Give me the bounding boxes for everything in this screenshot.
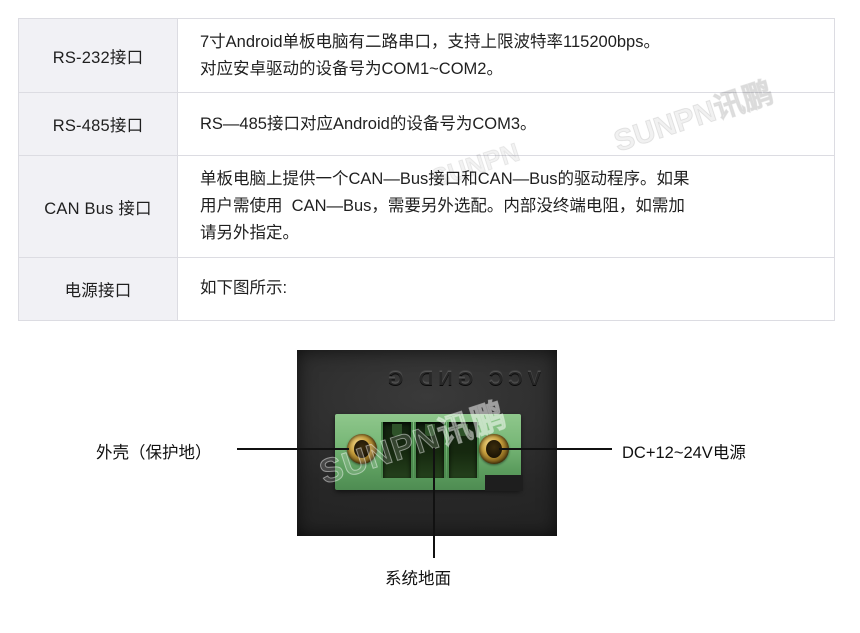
screw-eyelet-left — [347, 434, 377, 464]
desc-line: 单板电脑上提供一个CAN—Bus接口和CAN—Bus的驱动程序。如果 — [200, 170, 690, 189]
terminal-slot-1 — [381, 422, 413, 478]
row-desc-power: 如下图所示: — [177, 256, 835, 321]
leader-line-right — [499, 448, 612, 450]
row-desc-rs485: RS—485接口对应Android的设备号为COM3。 — [177, 92, 835, 157]
desc-line: RS—485接口对应Android的设备号为COM3。 — [200, 115, 537, 134]
leader-line-left — [237, 448, 349, 450]
connector-photo: VCC GND G SUNPN讯鹏 — [297, 350, 557, 536]
terminal-slot-2 — [414, 422, 446, 478]
desc-line: 如下图所示: — [200, 279, 288, 298]
row-label-rs485: RS-485接口 — [18, 92, 178, 157]
desc-line: 请另外指定。 — [200, 223, 299, 242]
row-desc-rs232: 7寸Android单板电脑有二路串口，支持上限波特率115200bps。 对应安… — [177, 17, 835, 94]
power-connector-diagram: VCC GND G SUNPN讯鹏 — [0, 314, 860, 633]
callout-dc-power: DC+12~24V电源 — [622, 444, 746, 462]
table-row: RS-232接口 7寸Android单板电脑有二路串口，支持上限波特率11520… — [18, 17, 835, 94]
desc-line: 对应安卓驱动的设备号为COM1~COM2。 — [200, 59, 503, 78]
terminal-slot-3 — [447, 422, 479, 478]
table-row: CAN Bus 接口 单板电脑上提供一个CAN—Bus接口和CAN—Bus的驱动… — [18, 155, 835, 258]
row-label-canbus: CAN Bus 接口 — [18, 155, 178, 258]
row-label-power: 电源接口 — [18, 256, 178, 321]
screw-eyelet-right — [479, 434, 509, 464]
leader-line-bottom — [433, 448, 435, 558]
green-terminal-block — [335, 414, 523, 491]
table-row: RS-485接口 RS—485接口对应Android的设备号为COM3。 — [18, 92, 835, 157]
desc-line: 7寸Android单板电脑有二路串口，支持上限波特率115200bps。 — [200, 33, 660, 51]
row-label-rs232: RS-232接口 — [18, 17, 178, 94]
molded-housing-text: VCC GND G — [382, 368, 541, 390]
desc-line: 用户需使用 CAN—Bus，需要另外选配。内部没终端电阻，如需加 — [200, 197, 685, 216]
screw-bore — [486, 440, 502, 458]
screw-bore — [354, 440, 370, 458]
callout-system-ground: 系统地面 — [385, 570, 451, 588]
table-row: 电源接口 如下图所示: — [18, 256, 835, 321]
interface-spec-table: RS-232接口 7寸Android单板电脑有二路串口，支持上限波特率11520… — [18, 17, 835, 321]
row-desc-canbus: 单板电脑上提供一个CAN—Bus接口和CAN—Bus的驱动程序。如果 用户需使用… — [177, 155, 835, 258]
callout-chassis-ground: 外壳（保护地） — [96, 444, 212, 462]
